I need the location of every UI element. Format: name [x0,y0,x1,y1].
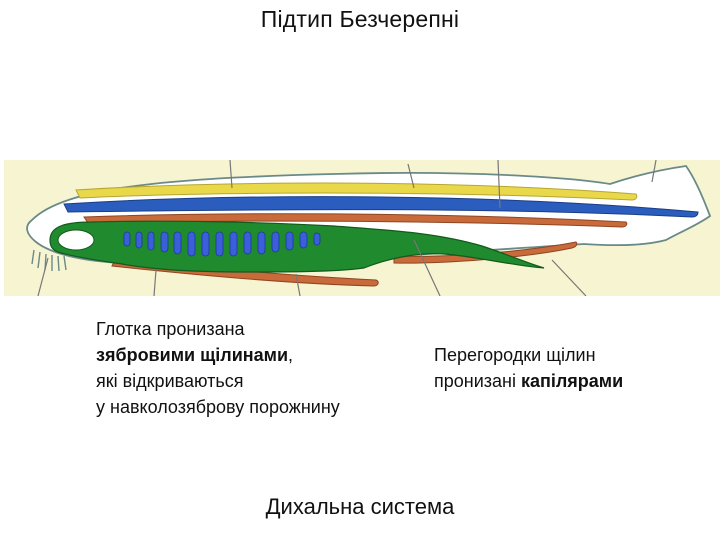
pharynx-caption-line-1: Глотка пронизана [96,319,245,339]
pharynx-caption-line-2: зябровими щілинами, [96,342,416,368]
pharynx-caption-line-4: у навколозяброву порожнину [96,397,340,417]
septa-caption-line-1: Перегородки щілин [434,345,596,365]
lancelet-diagram [4,160,720,296]
oral-cirri [31,249,67,272]
septa-caption-line-2: пронизані капілярами [434,368,714,394]
pointer-lines [37,160,657,296]
pharynx-caption: Глотка пронизана зябровими щілинами, які… [96,316,416,420]
septa-caption: Перегородки щілин пронизані капілярами [434,342,714,394]
dorsal-aorta [83,213,628,228]
nerve-cord [75,182,638,201]
pharynx-caption-line-3: які відкриваються [96,371,244,391]
page-title: Підтип Безчерепні [260,6,460,32]
gill-slits [123,231,321,257]
notochord [63,196,699,218]
gill-slits-term: зябровими щілинами [96,345,289,365]
septa-caption-plain: пронизані [434,371,521,391]
capillaries-term: капілярами [520,371,624,391]
pharynx-caption-comma: , [288,345,294,365]
section-title: Дихальна система [265,494,455,519]
mouth-cavity [57,229,95,251]
pharynx [49,220,545,273]
